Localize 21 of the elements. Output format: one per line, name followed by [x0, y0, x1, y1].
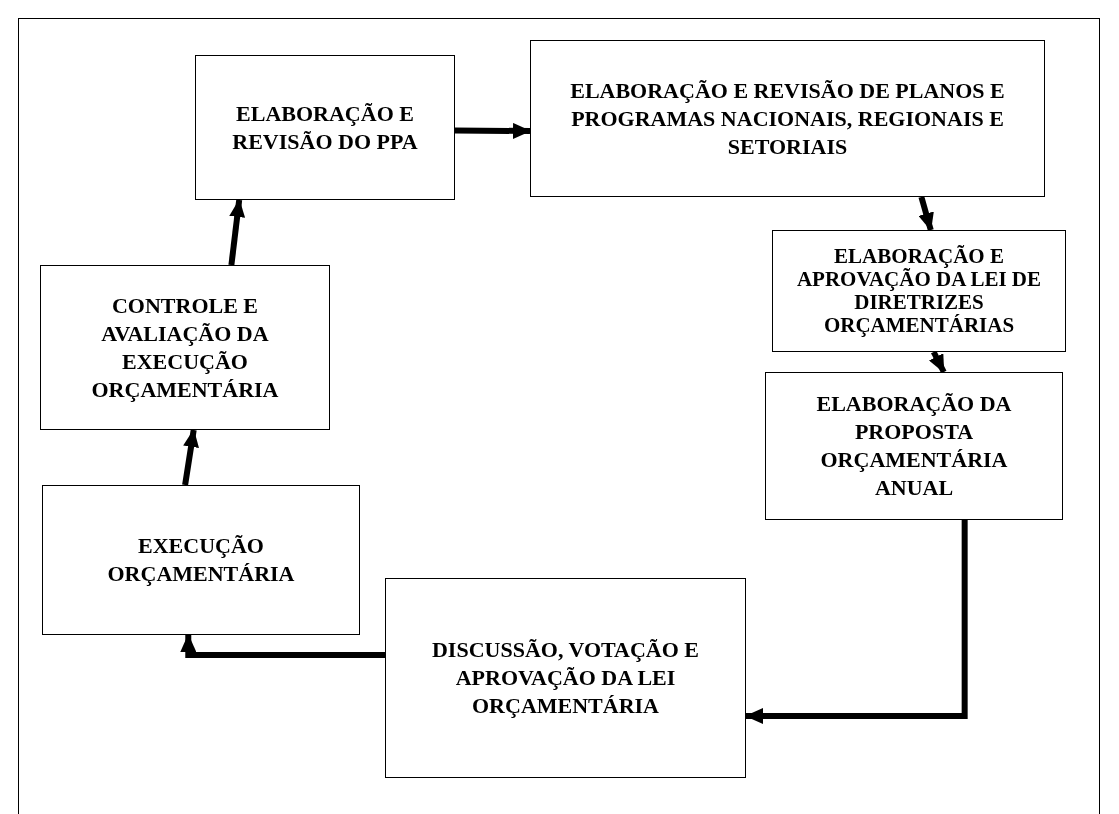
box-label: ELABORAÇÃO DA PROPOSTA ORÇAMENTÁRIA ANUAL	[815, 390, 1013, 502]
process-box	[772, 230, 1066, 352]
box-label: ELABORAÇÃO E REVISÃO DO PPA	[231, 99, 419, 156]
process-box	[530, 40, 1045, 197]
process-box	[42, 485, 360, 635]
arrow	[454, 122, 531, 139]
process-box	[40, 265, 330, 430]
process-box	[385, 578, 746, 778]
box-label: CONTROLE E AVALIAÇÃO DA EXECUÇÃO ORÇAMENTÁRIA	[90, 291, 280, 404]
process-box	[765, 372, 1063, 520]
arrow	[228, 199, 246, 266]
box-label: DISCUSSÃO, VOTAÇÃO E APROVAÇÃO DA LEI ORÇAMENTÁRIA	[430, 636, 701, 720]
process-box	[195, 55, 455, 200]
arrow	[929, 350, 947, 374]
box-label: ELABORAÇÃO E APROVAÇÃO DA LEI DE DIRETRIZES ORÇAMENTÁRIAS	[795, 245, 1043, 337]
box-label: ELABORAÇÃO E REVISÃO DE PLANOS E PROGRAMAS NACIONAIS, REGIONAIS E SETORIAIS	[569, 76, 1006, 161]
arrow	[918, 196, 934, 231]
box-label: EXECUÇÃO ORÇAMENTÁRIA	[106, 532, 296, 588]
arrow	[180, 634, 385, 658]
arrow	[745, 520, 968, 724]
arrow	[182, 429, 199, 486]
